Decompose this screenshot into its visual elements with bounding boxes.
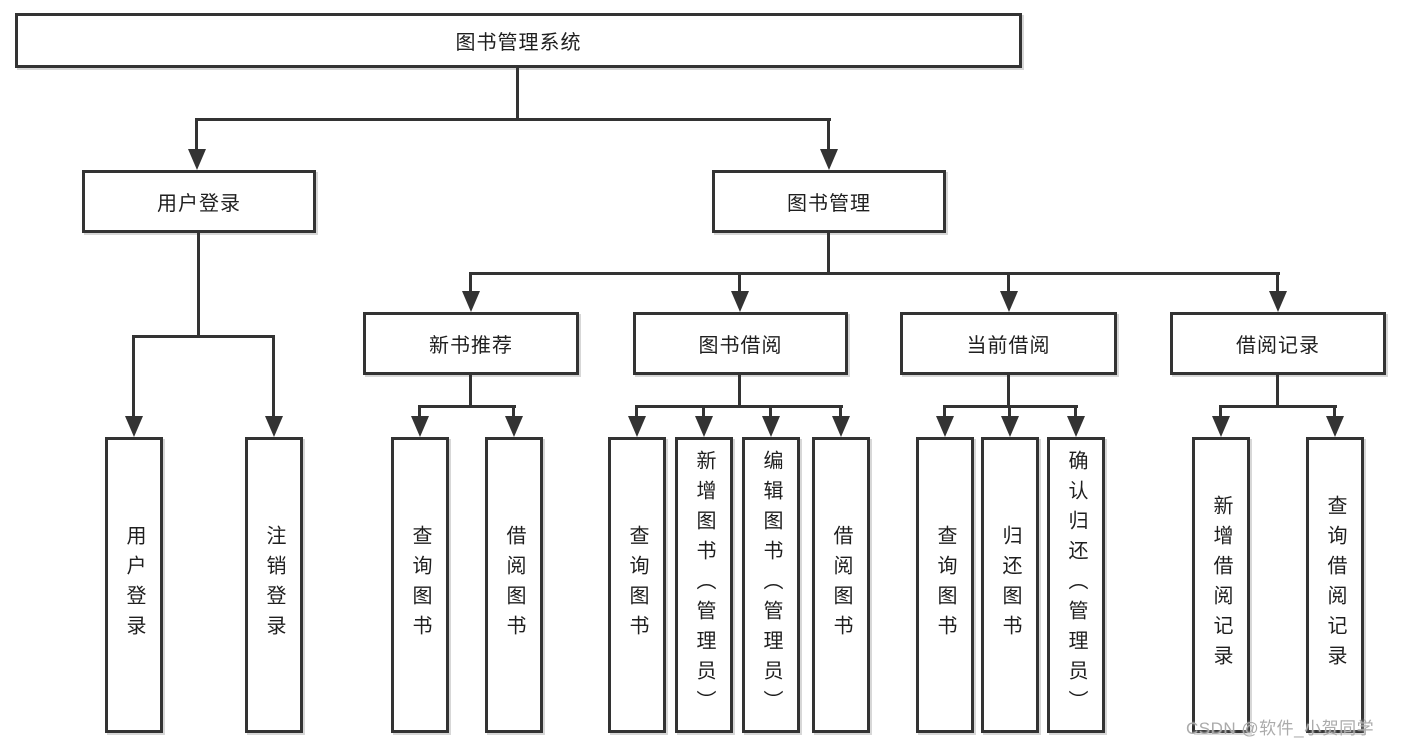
connector-drop-borrow-record xyxy=(1276,272,1279,294)
arrowhead-down-icon xyxy=(1001,416,1019,437)
connector-new-book-cross xyxy=(418,405,516,408)
connector-book-management-stem xyxy=(827,233,830,275)
leaf-add-book-admin-label: 新增图书（管理员） xyxy=(693,450,715,720)
leaf-edit-book-admin-label: 编辑图书（管理员） xyxy=(760,450,782,720)
arrowhead-down-icon xyxy=(1212,416,1230,437)
connector-book-borrow-cross xyxy=(635,405,843,408)
leaf-borrow-books-label: 借阅图书 xyxy=(830,525,852,645)
connector-drop-leaf-logout xyxy=(272,335,275,419)
leaf-confirm-return-admin: 确认归还（管理员） xyxy=(1047,437,1105,733)
leaf-query-books-label: 查询图书 xyxy=(409,525,431,645)
connector-drop-book-management xyxy=(827,118,830,152)
connector-user-login-stem xyxy=(197,233,200,338)
arrowhead-down-icon xyxy=(695,416,713,437)
leaf-borrow-books: 借阅图书 xyxy=(812,437,870,733)
node-new-book-recommend-label: 新书推荐 xyxy=(429,335,513,357)
node-book-management-label: 图书管理 xyxy=(787,193,871,215)
node-borrow-records: 借阅记录 xyxy=(1170,312,1386,375)
connector-drop xyxy=(1219,405,1222,419)
leaf-return-book-label: 归还图书 xyxy=(999,525,1021,645)
node-current-borrow: 当前借阅 xyxy=(900,312,1117,375)
node-current-borrow-label: 当前借阅 xyxy=(966,335,1051,357)
connector-drop-leaf-login xyxy=(132,335,135,419)
arrowhead-down-icon xyxy=(505,416,523,437)
arrowhead-down-icon xyxy=(731,291,749,312)
leaf-add-book-admin: 新增图书（管理员） xyxy=(675,437,733,733)
connector-drop xyxy=(839,405,842,419)
connector-drop xyxy=(769,405,772,419)
connector-drop xyxy=(1333,405,1336,419)
arrowhead-down-icon xyxy=(1000,291,1018,312)
arrowhead-down-icon xyxy=(820,149,838,170)
connector-new-book-stem xyxy=(469,375,472,408)
leaf-query-books-recommend: 查询图书 xyxy=(391,437,449,733)
connector-drop xyxy=(702,405,705,419)
connector-drop xyxy=(512,405,515,419)
connector-drop-book-borrow xyxy=(738,272,741,294)
node-root-label: 图书管理系统 xyxy=(455,32,582,54)
connector-drop xyxy=(1008,405,1011,419)
leaf-user-login-label: 用户登录 xyxy=(123,525,145,645)
node-book-borrow: 图书借阅 xyxy=(633,312,848,375)
arrowhead-down-icon xyxy=(1269,291,1287,312)
node-user-login-label: 用户登录 xyxy=(157,193,241,215)
leaf-query-borrow-record-label: 查询借阅记录 xyxy=(1324,495,1346,675)
node-book-management: 图书管理 xyxy=(712,170,946,233)
node-borrow-records-label: 借阅记录 xyxy=(1236,335,1320,357)
connector-book-borrow-stem xyxy=(738,375,741,408)
leaf-query-borrow-record: 查询借阅记录 xyxy=(1306,437,1364,733)
arrowhead-down-icon xyxy=(832,416,850,437)
arrowhead-down-icon xyxy=(411,416,429,437)
leaf-borrow-books-label: 借阅图书 xyxy=(503,525,525,645)
connector-borrow-record-cross xyxy=(1219,405,1337,408)
node-new-book-recommend: 新书推荐 xyxy=(363,312,579,375)
leaf-user-login: 用户登录 xyxy=(105,437,163,733)
leaf-confirm-return-admin-label: 确认归还（管理员） xyxy=(1065,450,1087,720)
leaf-logout-label: 注销登录 xyxy=(263,525,285,645)
connector-drop-user-login xyxy=(195,118,198,152)
arrowhead-down-icon xyxy=(762,416,780,437)
arrowhead-down-icon xyxy=(265,416,283,437)
node-user-login: 用户登录 xyxy=(82,170,316,233)
leaf-query-books-label: 查询图书 xyxy=(626,525,648,645)
connector-root-cross xyxy=(195,118,831,121)
leaf-add-borrow-record-label: 新增借阅记录 xyxy=(1210,495,1232,675)
arrowhead-down-icon xyxy=(188,149,206,170)
connector-drop xyxy=(635,405,638,419)
leaf-query-books-label: 查询图书 xyxy=(934,525,956,645)
connector-drop xyxy=(943,405,946,419)
connector-drop-current-borrow xyxy=(1007,272,1010,294)
arrowhead-down-icon xyxy=(125,416,143,437)
arrowhead-down-icon xyxy=(936,416,954,437)
leaf-borrow-books-recommend: 借阅图书 xyxy=(485,437,543,733)
connector-drop xyxy=(418,405,421,419)
connector-current-borrow-stem xyxy=(1007,375,1010,408)
leaf-query-books-current: 查询图书 xyxy=(916,437,974,733)
leaf-add-borrow-record: 新增借阅记录 xyxy=(1192,437,1250,733)
arrowhead-down-icon xyxy=(628,416,646,437)
arrowhead-down-icon xyxy=(462,291,480,312)
node-root-system: 图书管理系统 xyxy=(15,13,1022,68)
connector-book-management-cross xyxy=(469,272,1280,275)
csdn-watermark: CSDN @软件_小贺同学 xyxy=(1186,719,1375,738)
connector-drop-new-book xyxy=(469,272,472,294)
connector-root-stem xyxy=(516,68,519,121)
arrowhead-down-icon xyxy=(1067,416,1085,437)
leaf-logout: 注销登录 xyxy=(245,437,303,733)
arrowhead-down-icon xyxy=(1326,416,1344,437)
leaf-query-books-borrow: 查询图书 xyxy=(608,437,666,733)
node-book-borrow-label: 图书借阅 xyxy=(698,335,783,357)
connector-drop xyxy=(1074,405,1077,419)
connector-user-login-cross xyxy=(132,335,275,338)
leaf-edit-book-admin: 编辑图书（管理员） xyxy=(742,437,800,733)
leaf-return-book: 归还图书 xyxy=(981,437,1039,733)
connector-borrow-record-stem xyxy=(1276,375,1279,408)
